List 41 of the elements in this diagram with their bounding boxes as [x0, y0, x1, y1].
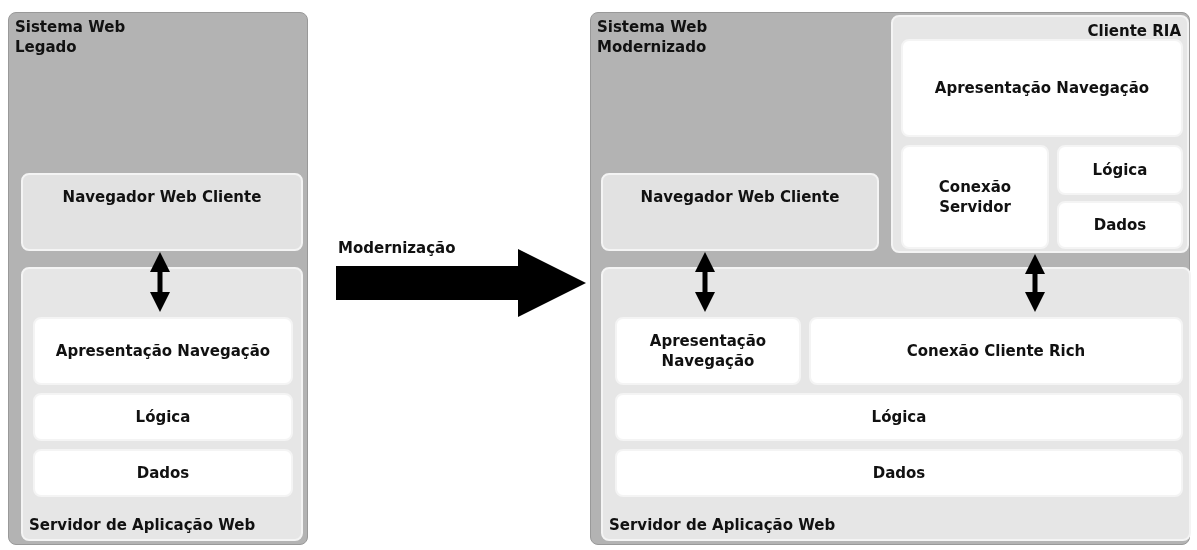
layer-box — [1057, 145, 1183, 195]
layer-label: Dados — [136, 463, 190, 483]
arrow — [336, 249, 586, 317]
layer-label: Dados — [1093, 215, 1147, 235]
panel-title: Servidor de Aplicação Web — [29, 515, 256, 535]
server-panel — [21, 267, 303, 541]
layer-label: Conexão Cliente Rich — [906, 341, 1086, 361]
arrow — [1025, 254, 1045, 312]
layer-box — [901, 145, 1049, 249]
layer-label: Lógica — [135, 407, 191, 427]
layer-box — [33, 393, 293, 441]
browser-box — [601, 173, 879, 251]
panel-title: Navegador Web Cliente — [640, 187, 840, 207]
panel-title: Sistema Web Legado — [15, 17, 127, 57]
layer-box — [615, 393, 1183, 441]
panel-title: Navegador Web Cliente — [62, 187, 262, 207]
system-panel — [590, 12, 1190, 545]
panel-title: Cliente RIA — [1087, 21, 1181, 41]
edge-label: Modernização — [338, 238, 456, 258]
layer-box — [901, 39, 1183, 137]
layer-label: Apresentação Navegação — [648, 331, 768, 371]
panel-title: Sistema Web Modernizado — [597, 17, 709, 57]
layer-box — [615, 449, 1183, 497]
layer-label: Apresentação Navegação — [55, 341, 271, 361]
browser-box — [21, 173, 303, 251]
layer-box — [33, 449, 293, 497]
layer-box — [1057, 201, 1183, 249]
layer-label: Lógica — [871, 407, 927, 427]
system-panel — [8, 12, 308, 545]
layer-box — [809, 317, 1183, 385]
layer-label: Conexão Servidor — [937, 177, 1013, 217]
client-panel — [891, 15, 1189, 253]
layer-label: Lógica — [1092, 160, 1148, 180]
panel-title: Servidor de Aplicação Web — [609, 515, 836, 535]
layer-box — [33, 317, 293, 385]
server-panel — [601, 267, 1191, 541]
arrow — [695, 252, 715, 312]
layer-box — [615, 317, 801, 385]
arrow — [150, 252, 170, 312]
layer-label: Dados — [872, 463, 926, 483]
layer-label: Apresentação Navegação — [934, 78, 1150, 98]
